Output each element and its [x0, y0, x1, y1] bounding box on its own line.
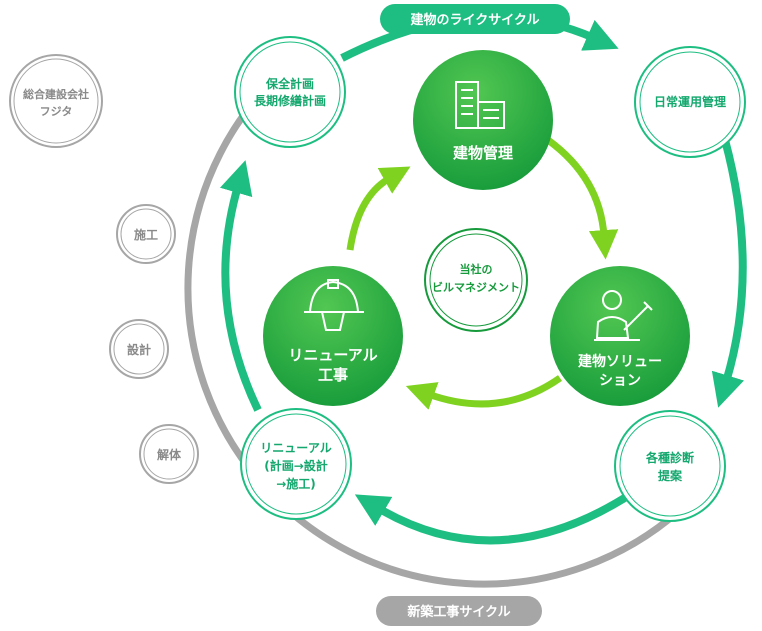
- svg-text:日常運用管理: 日常運用管理: [654, 94, 726, 109]
- svg-text:提案: 提案: [658, 468, 683, 483]
- svg-text:長期修繕計画: 長期修繕計画: [254, 93, 326, 108]
- node-maintenance-plan: 保全計画 長期修繕計画: [234, 36, 346, 148]
- node-daily-operation: 日常運用管理: [634, 46, 746, 158]
- svg-text:→施工): →施工): [276, 476, 316, 491]
- svg-text:建物のライクサイクル: 建物のライクサイクル: [410, 12, 539, 28]
- inner-arrow-solution-to-renewal: [405, 375, 563, 410]
- svg-text:ビルマネジメント: ビルマネジメント: [432, 280, 520, 294]
- building-icon: [455, 81, 505, 129]
- node-diagnosis: 各種診断 提案: [614, 410, 726, 522]
- svg-text:施工: 施工: [134, 227, 158, 242]
- phase-construction: 施工: [116, 204, 176, 264]
- phase-demolition: 解体: [139, 424, 199, 484]
- building-lifecycle-label: 建物のライクサイクル: [380, 4, 570, 34]
- node-renewal-plan: リニューアル (計画→設計 →施工): [240, 408, 352, 520]
- inner-arrow-management-to-solution: [545, 137, 619, 260]
- lifecycle-arrow-right: [711, 138, 747, 408]
- svg-text:建物ソリュー: 建物ソリュー: [578, 353, 662, 370]
- company-fujita: 総合建設会社 フジタ: [9, 54, 103, 148]
- svg-text:フジタ: フジタ: [40, 105, 73, 118]
- lifecycle-arrow-bottom: [354, 488, 637, 545]
- node-building-solution: 建物ソリュー ション: [550, 266, 690, 406]
- svg-text:新築工事サイクル: 新築工事サイクル: [407, 604, 510, 620]
- new-construction-cycle-label: 新築工事サイクル: [376, 596, 542, 626]
- person-writing-icon: [594, 290, 653, 341]
- svg-text:各種診断: 各種診断: [645, 450, 694, 465]
- svg-text:工事: 工事: [318, 366, 348, 384]
- node-renewal-work: リニューアル 工事: [263, 266, 403, 406]
- svg-text:リニューアル: リニューアル: [260, 441, 331, 455]
- center-building-management: 当社の ビルマネジメント: [424, 228, 528, 332]
- svg-text:設計: 設計: [127, 342, 151, 357]
- svg-text:ション: ション: [599, 373, 641, 389]
- svg-text:解体: 解体: [157, 447, 182, 462]
- svg-text:当社の: 当社の: [460, 262, 493, 276]
- node-building-management: 建物管理: [413, 50, 553, 190]
- lifecycle-arrow-left: [219, 160, 262, 412]
- hard-hat-icon: [304, 279, 364, 331]
- phase-design: 設計: [109, 319, 169, 379]
- svg-text:(計画→設計: (計画→設計: [264, 458, 328, 473]
- inner-arrow-renewal-to-management: [346, 166, 411, 251]
- svg-text:リニューアル: リニューアル: [288, 346, 377, 364]
- svg-text:建物管理: 建物管理: [453, 144, 513, 162]
- svg-text:保全計画: 保全計画: [265, 76, 314, 91]
- svg-text:総合建設会社: 総合建設会社: [23, 87, 89, 101]
